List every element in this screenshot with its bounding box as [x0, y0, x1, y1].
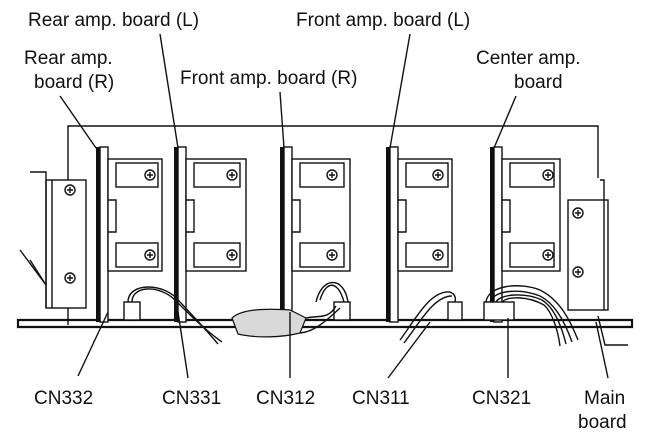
connector-cn331-socket	[123, 301, 141, 321]
left-bracket	[19, 171, 87, 309]
wire-harness	[127, 282, 579, 347]
label-main-board-line1: Main	[584, 388, 625, 409]
label-cn321: CN321	[472, 388, 531, 409]
connector-cn312-socket	[333, 301, 351, 321]
label-center-amp-board-line2: board	[514, 72, 563, 93]
label-rear-amp-board-r-line1: Rear amp.	[24, 48, 113, 69]
label-cn331: CN331	[162, 388, 221, 409]
leader-lines	[59, 33, 609, 379]
right-bracket	[567, 179, 628, 346]
label-center-amp-board-line1: Center amp.	[476, 48, 581, 69]
label-front-amp-board-r: Front amp. board (R)	[180, 68, 357, 89]
label-rear-amp-board-r-line2: board (R)	[34, 72, 114, 93]
main-board-plate	[16, 318, 634, 329]
front-amp-board-r	[280, 146, 351, 323]
label-rear-amp-board-l: Rear amp. board (L)	[28, 10, 199, 31]
rear-amp-board-r	[96, 146, 163, 323]
front-amp-board-l	[386, 146, 453, 323]
label-cn311: CN311	[352, 388, 410, 409]
rear-amp-board-l	[174, 146, 247, 323]
connector-cn321-socket	[483, 301, 515, 321]
connector-cn311-socket	[447, 301, 463, 321]
label-front-amp-board-l: Front amp. board (L)	[296, 10, 470, 31]
label-main-board-line2: board	[578, 412, 627, 433]
label-cn312: CN312	[256, 388, 315, 409]
label-cn332: CN332	[34, 388, 93, 409]
center-amp-board	[490, 146, 561, 323]
